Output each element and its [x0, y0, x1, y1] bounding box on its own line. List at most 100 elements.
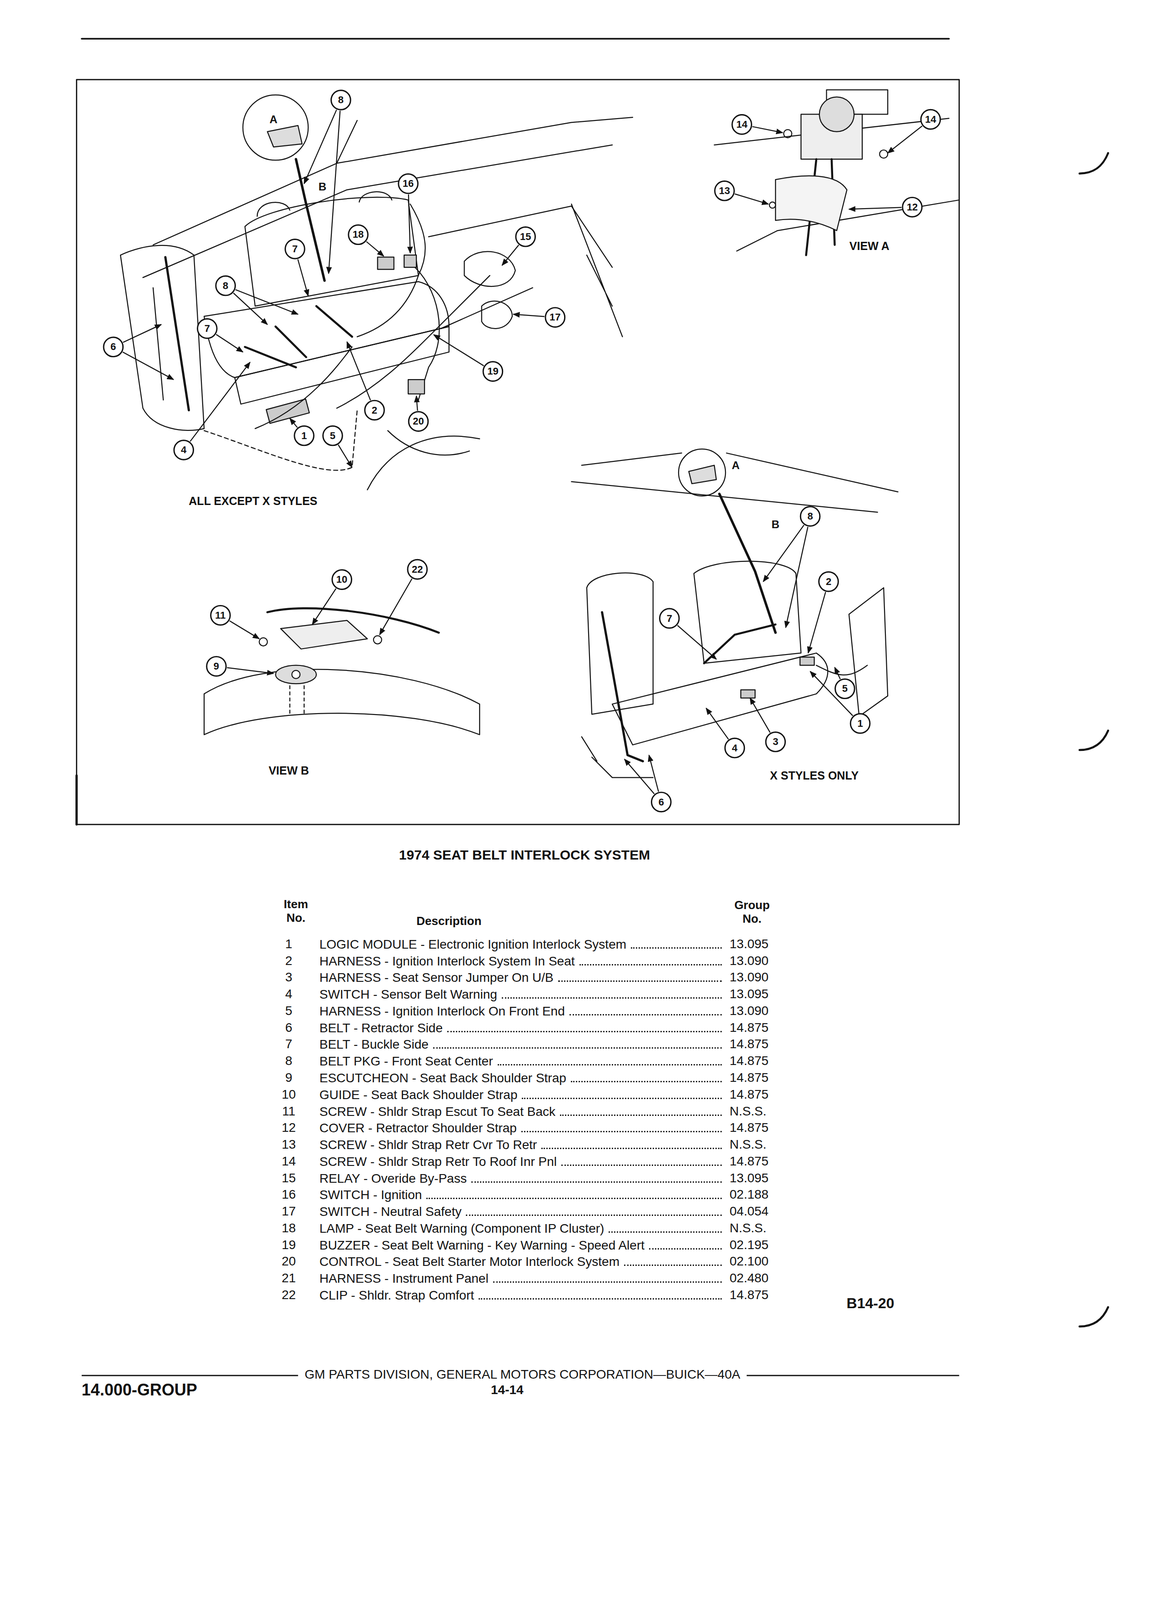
- leader-line: [808, 591, 826, 653]
- group-number: 14.875: [729, 1037, 769, 1051]
- part-description: HARNESS - Ignition Interlock System In S…: [319, 954, 575, 968]
- callout-number: 18: [352, 229, 364, 240]
- item-number: 20: [281, 1254, 296, 1268]
- callout-circle: [206, 656, 227, 677]
- callout-circle: [348, 224, 369, 245]
- view-b-drawing: [204, 608, 480, 735]
- dot-leader: [433, 1047, 722, 1049]
- callout-number: 12: [906, 202, 918, 213]
- callout-circle: [398, 174, 419, 194]
- callout-number: 20: [412, 416, 424, 427]
- leader-line: [338, 444, 352, 468]
- leader-line: [226, 667, 274, 674]
- page-rule: [81, 38, 950, 40]
- parts-row: SWITCH - Neutral Safety: [319, 1204, 725, 1219]
- callout-number: 19: [487, 366, 499, 377]
- dot-leader: [570, 1080, 722, 1083]
- callout-circle: [294, 425, 315, 446]
- leader-line: [834, 667, 840, 680]
- leader-line: [189, 362, 250, 442]
- main-view-drawing: [120, 94, 633, 490]
- item-number: 7: [285, 1037, 293, 1051]
- column-header: Item No.: [277, 897, 315, 925]
- part-description: SCREW - Shldr Strap Retr To Roof Inr Pnl: [319, 1155, 557, 1169]
- callout-circle: [835, 679, 855, 699]
- callout-circle: [408, 411, 429, 432]
- parts-row: HARNESS - Seat Sensor Jumper On U/B: [319, 970, 725, 985]
- callout-circle: [215, 275, 236, 296]
- leader-line: [752, 126, 783, 133]
- group-number: 02.480: [729, 1271, 769, 1285]
- group-number: 13.095: [729, 1171, 769, 1185]
- dot-leader: [608, 1231, 722, 1233]
- leader-line: [810, 671, 854, 716]
- leader-line: [123, 324, 162, 343]
- view-letter: B: [318, 181, 327, 193]
- callout-circle: [210, 605, 231, 625]
- parts-row: SCREW - Shldr Strap Escut To Seat Back: [319, 1104, 725, 1119]
- view-letter: A: [269, 114, 278, 125]
- part-description: COVER - Retractor Shoulder Strap: [319, 1121, 517, 1135]
- part-description: SWITCH - Neutral Safety: [319, 1205, 462, 1219]
- part-description: HARNESS - Instrument Panel: [319, 1272, 489, 1285]
- leader-line: [289, 418, 298, 428]
- callout-circle: [819, 571, 839, 592]
- callout-circle: [174, 440, 194, 460]
- part-description: BELT - Retractor Side: [319, 1021, 443, 1035]
- callout-number: 14: [736, 119, 748, 130]
- leader-line: [379, 578, 412, 635]
- callout-circle: [651, 792, 671, 812]
- parts-row: BELT PKG - Front Seat Center: [319, 1054, 725, 1068]
- parts-row: LAMP - Seat Belt Warning (Component IP C…: [319, 1221, 725, 1235]
- item-number: 5: [285, 1004, 293, 1018]
- figure-frame: [76, 79, 960, 825]
- view-caption: ALL EXCEPT X STYLES: [188, 495, 318, 507]
- leader-line: [312, 588, 336, 625]
- dot-leader: [478, 1298, 722, 1300]
- leader-line: [849, 207, 902, 210]
- callout-number: 6: [110, 341, 116, 352]
- parts-row: BELT - Retractor Side: [319, 1020, 725, 1035]
- dot-leader: [559, 1114, 722, 1116]
- group-number: 04.054: [729, 1204, 769, 1218]
- callout-number: 5: [842, 683, 848, 694]
- callout-number: 2: [825, 576, 832, 587]
- binder-mark: [1079, 153, 1109, 174]
- group-number: 14.875: [729, 1071, 769, 1085]
- dot-leader: [561, 1164, 722, 1166]
- callout-number: 17: [549, 312, 561, 323]
- item-number: 3: [285, 970, 293, 984]
- parts-row: CLIP - Shldr. Strap Comfort: [319, 1288, 725, 1302]
- parts-row: LOGIC MODULE - Electronic Ignition Inter…: [319, 937, 725, 951]
- parts-row: SCREW - Shldr Strap Retr Cvr To Retr: [319, 1137, 725, 1152]
- parts-row: BELT - Buckle Side: [319, 1037, 725, 1051]
- parts-row: SWITCH - Sensor Belt Warning: [319, 987, 725, 1001]
- leader-line: [408, 194, 411, 254]
- callout-number: 7: [666, 613, 673, 624]
- part-description: SCREW - Shldr Strap Escut To Seat Back: [319, 1105, 556, 1119]
- leader-line: [122, 352, 174, 380]
- parts-row: SWITCH - Ignition: [319, 1187, 725, 1202]
- leader-line: [785, 526, 809, 628]
- callout-number: 2: [371, 405, 378, 416]
- callout-number: 1: [301, 430, 307, 441]
- leader-line: [346, 341, 371, 401]
- callout-circle: [850, 713, 870, 734]
- callout-circle: [724, 738, 745, 758]
- part-description: GUIDE - Seat Back Shoulder Strap: [319, 1088, 518, 1102]
- parts-row: ESCUTCHEON - Seat Back Shoulder Strap: [319, 1070, 725, 1085]
- leader-line: [433, 334, 484, 366]
- parts-row: BUZZER - Seat Belt Warning - Key Warning…: [319, 1238, 725, 1252]
- dot-leader: [624, 1264, 722, 1266]
- callout-number: 9: [213, 661, 220, 672]
- page-code: B14-20: [846, 1295, 895, 1311]
- dot-leader: [501, 997, 722, 999]
- part-description: HARNESS - Ignition Interlock On Front En…: [319, 1004, 565, 1018]
- dot-leader: [493, 1281, 722, 1283]
- callout-number: 16: [402, 178, 414, 189]
- column-header: Description: [416, 914, 482, 929]
- leader-line: [229, 620, 260, 639]
- item-number: 1: [285, 937, 293, 951]
- dot-leader: [649, 1248, 722, 1250]
